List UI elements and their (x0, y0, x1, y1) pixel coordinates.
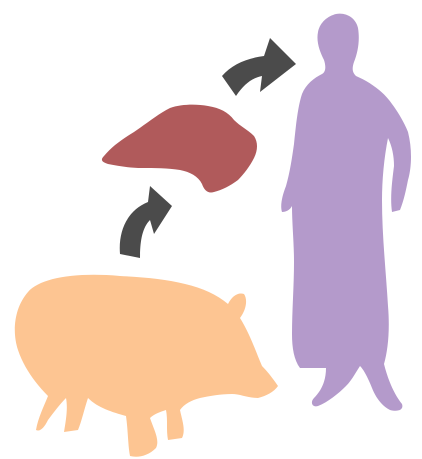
pig-silhouette-icon (15, 275, 278, 457)
meat-cut-icon (102, 105, 257, 193)
person-silhouette-icon (281, 14, 411, 411)
curved-arrow-icon (120, 186, 172, 258)
curved-arrow-icon (222, 38, 296, 96)
